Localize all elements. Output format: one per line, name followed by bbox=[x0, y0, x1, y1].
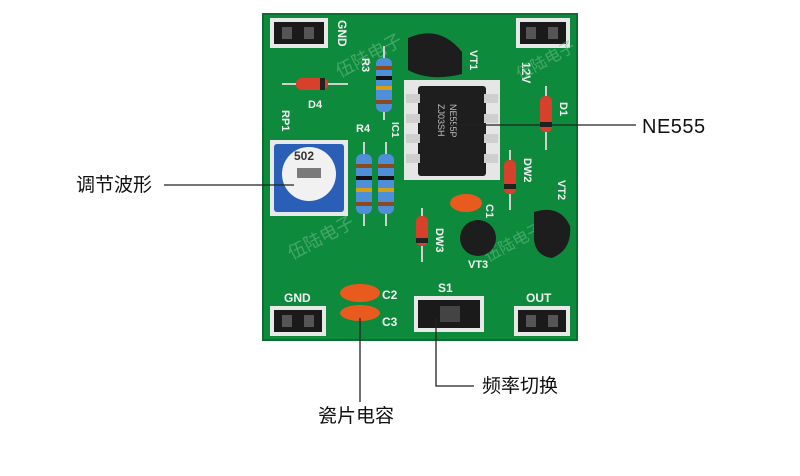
resistor-r4 bbox=[356, 142, 372, 226]
callout-ne555: NE555 bbox=[642, 116, 706, 138]
potentiometer-rp1: 502 bbox=[270, 140, 348, 216]
silk-dw2: DW2 bbox=[521, 158, 533, 182]
resistor-r3 bbox=[376, 46, 392, 120]
silk-dw3: DW3 bbox=[433, 228, 445, 252]
silk-c1: C1 bbox=[483, 204, 495, 218]
silk-vt3: VT3 bbox=[468, 259, 488, 271]
silk-gnd-bottom: GND bbox=[284, 291, 311, 305]
silk-d1: D1 bbox=[557, 102, 569, 116]
leader-line-frequency bbox=[435, 318, 474, 387]
silk-r4: R4 bbox=[356, 123, 371, 135]
out-pin-header bbox=[514, 306, 570, 336]
transistor-vt1 bbox=[408, 33, 462, 78]
chip-marking-1: ZJ03SH bbox=[436, 104, 446, 137]
switch-s1 bbox=[414, 296, 484, 332]
silk-c3: C3 bbox=[382, 315, 398, 329]
silk-12v: 12V bbox=[519, 62, 533, 83]
gnd-top-pin-header bbox=[270, 18, 328, 48]
silk-r3: R3 bbox=[359, 58, 371, 72]
zener-dw2 bbox=[504, 150, 516, 210]
silk-rp1: RP1 bbox=[279, 110, 291, 131]
silk-ic1: IC1 bbox=[389, 122, 400, 138]
silk-s1: S1 bbox=[438, 281, 453, 295]
silk-c2: C2 bbox=[382, 288, 398, 302]
pot-marking: 502 bbox=[294, 149, 314, 163]
silk-d4: D4 bbox=[308, 99, 323, 111]
silk-gnd-top: GND bbox=[335, 20, 349, 47]
transistor-vt2 bbox=[534, 209, 571, 258]
capacitor-c3 bbox=[340, 305, 380, 321]
chip-marking-2: NE555P bbox=[448, 104, 458, 138]
diode-d4 bbox=[282, 78, 348, 90]
gnd-bottom-pin-header bbox=[270, 306, 326, 336]
callout-frequency-switch: 频率切换 bbox=[482, 375, 559, 397]
capacitor-c2 bbox=[340, 284, 380, 302]
callout-waveform-adjust: 调节波形 bbox=[76, 174, 153, 196]
silk-vt1: VT1 bbox=[467, 50, 479, 70]
silk-out: OUT bbox=[526, 291, 552, 305]
callout-ceramic-capacitor: 瓷片电容 bbox=[318, 405, 395, 427]
zener-dw3 bbox=[416, 208, 428, 262]
transistor-vt3 bbox=[460, 220, 496, 256]
v12-pin-header bbox=[516, 18, 570, 48]
ne555-chip: ZJ03SH NE555P bbox=[404, 80, 500, 180]
capacitor-c1 bbox=[450, 194, 482, 212]
resistor-r5 bbox=[378, 142, 394, 226]
silk-vt2: VT2 bbox=[555, 180, 567, 200]
